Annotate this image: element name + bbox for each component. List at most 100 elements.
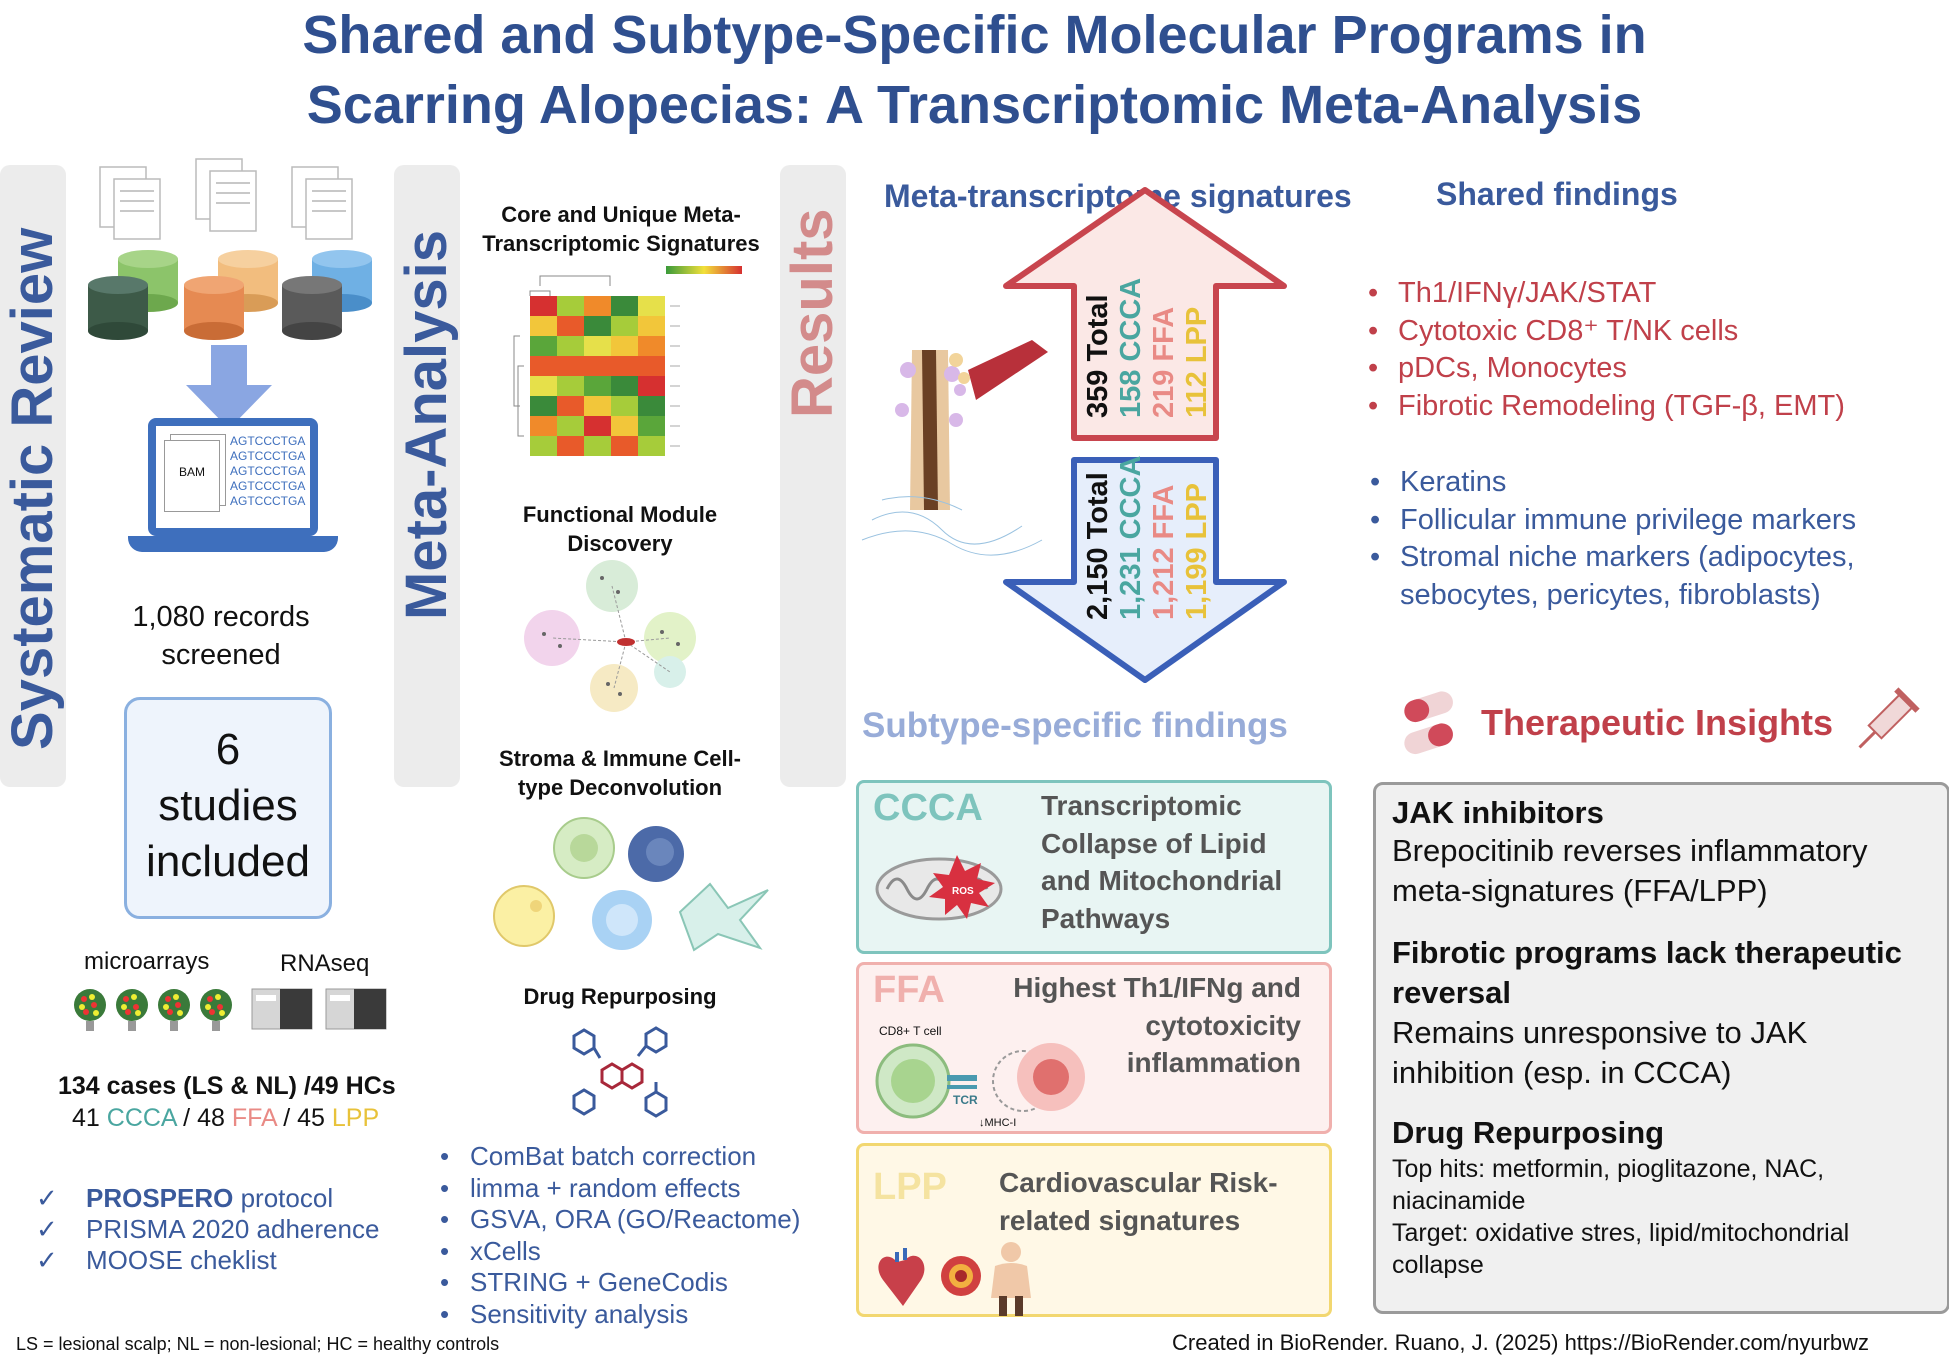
cell-types-illustration bbox=[493, 817, 769, 952]
footnote: LS = lesional scalp; NL = non-lesional; … bbox=[16, 1334, 500, 1354]
heatmap-cell bbox=[557, 436, 584, 456]
core-signatures-title: Core and Unique Meta-Transcriptomic Sign… bbox=[482, 202, 760, 256]
title-line-2: Scarring Alopecias: A Transcriptomic Met… bbox=[306, 75, 1643, 135]
cd8-label: CD8+ T cell bbox=[879, 1024, 942, 1038]
shared-finding-item: Keratins bbox=[1366, 464, 1906, 502]
shared-findings-red-list: Th1/IFNγ/JAK/STAT Cytotoxic CD8⁺ T/NK ce… bbox=[1364, 275, 1845, 425]
n-lpp: / 45 bbox=[276, 1104, 332, 1132]
heatmap-cell bbox=[530, 416, 557, 436]
heatmap-cell bbox=[638, 396, 665, 416]
heatmap-cell bbox=[530, 356, 557, 376]
database-icons bbox=[88, 250, 372, 340]
up-ffa: 219 FFA bbox=[1148, 306, 1180, 418]
shared-findings-blue-list: Keratins Follicular immune privilege mar… bbox=[1366, 464, 1906, 614]
downregulated-arrow-icon bbox=[1003, 457, 1287, 683]
drug-body-1: Top hits: metformin, pioglitazone, NAC, … bbox=[1392, 1155, 1825, 1215]
heatmap-cell bbox=[584, 436, 611, 456]
lpp-finding: Cardiovascular Risk-related signatures bbox=[999, 1167, 1278, 1236]
heatmap-cell bbox=[530, 376, 557, 396]
ffa-label: FFA bbox=[873, 969, 945, 1011]
heatmap-cell bbox=[638, 376, 665, 396]
heatmap-cell bbox=[530, 436, 557, 456]
check-icon: ✓ bbox=[36, 1183, 58, 1213]
network-illustration bbox=[524, 560, 696, 712]
ffa-text: FFA bbox=[231, 1104, 277, 1132]
mitochondria-icon bbox=[875, 855, 1003, 921]
method-item: ComBat batch correction bbox=[436, 1141, 800, 1173]
jak-body: Brepocitinib reverses inflammatory meta-… bbox=[1392, 833, 1868, 908]
fibrotic-heading: Fibrotic programs lack therapeutic rever… bbox=[1392, 935, 1902, 1010]
bam-label: BAM bbox=[178, 465, 205, 479]
heatmap-cell bbox=[611, 416, 638, 436]
heatmap-cell bbox=[638, 296, 665, 316]
drug-heading: Drug Repurposing bbox=[1392, 1115, 1665, 1150]
cases-summary: 134 cases (LS & NL) /49 HCs bbox=[58, 1072, 396, 1100]
heatmap-cell bbox=[638, 336, 665, 356]
heatmap-cell bbox=[530, 316, 557, 336]
fibrotic-body: Remains unresponsive to JAK inhibition (… bbox=[1392, 1015, 1808, 1090]
check-icon: ✓ bbox=[36, 1214, 58, 1244]
studies-line-2: studies bbox=[158, 781, 298, 830]
tcell-killing-icon bbox=[875, 1043, 1085, 1119]
heatmap-cell bbox=[584, 396, 611, 416]
up-lpp: 112 LPP bbox=[1181, 306, 1213, 418]
checklist: ✓PROSPERO protocol ✓PRISMA 2020 adherenc… bbox=[36, 1183, 379, 1276]
stroma-immune-title: Stroma & Immune Cell-type Deconvolution bbox=[498, 746, 742, 800]
shared-finding-item: Th1/IFNγ/JAK/STAT bbox=[1364, 275, 1845, 313]
systematic-review-label: Systematic Review bbox=[0, 227, 65, 750]
shared-finding-item: Cytotoxic CD8⁺ T/NK cells bbox=[1364, 313, 1845, 351]
check-item: ✓MOOSE cheklist bbox=[36, 1245, 379, 1276]
shared-finding-item: Stromal niche markers (adipocytes, seboc… bbox=[1366, 539, 1906, 614]
heatmap-cell bbox=[557, 316, 584, 336]
seq-line: AGTCCCTGA bbox=[230, 449, 306, 463]
results-bar bbox=[780, 165, 846, 787]
check-text: protocol bbox=[233, 1183, 334, 1213]
seq-line: AGTCCCTGA bbox=[230, 479, 306, 493]
heatmap-cell bbox=[557, 416, 584, 436]
studies-line-3: included bbox=[146, 837, 310, 886]
seq-line: AGTCCCTGA bbox=[230, 494, 306, 508]
upregulated-counts: 359 Total 158 CCCA 219 FFA 112 LPP bbox=[1082, 278, 1214, 418]
heatmap-cell bbox=[611, 336, 638, 356]
heatmap-cell bbox=[557, 296, 584, 316]
syringe-icon bbox=[1858, 687, 1920, 749]
heatmap-cell bbox=[638, 416, 665, 436]
functional-module-title: Functional Module Discovery bbox=[522, 502, 718, 556]
n-ffa: / 48 bbox=[176, 1104, 232, 1132]
studies-included-box: 6 studies included bbox=[124, 697, 332, 919]
heatmap-illustration bbox=[513, 266, 742, 456]
lpp-label: LPP bbox=[873, 1166, 947, 1208]
check-icon: ✓ bbox=[36, 1245, 58, 1275]
meta-analysis-bar bbox=[394, 165, 460, 787]
upregulated-arrow-icon bbox=[1003, 187, 1287, 441]
down-ffa: 1,212 FFA bbox=[1148, 484, 1180, 620]
heatmap-cell bbox=[584, 336, 611, 356]
therapeutic-insights-box: JAK inhibitors Brepocitinib reverses inf… bbox=[1373, 782, 1949, 1314]
seq-line: AGTCCCTGA bbox=[230, 434, 306, 448]
up-total: 359 Total bbox=[1082, 294, 1114, 418]
heatmap-cell bbox=[584, 316, 611, 336]
heatmap-cell bbox=[557, 356, 584, 376]
methods-list: ComBat batch correction limma + random e… bbox=[436, 1141, 800, 1330]
method-item: xCells bbox=[436, 1236, 800, 1268]
heatmap-cell bbox=[611, 296, 638, 316]
bam-file: BAM bbox=[164, 440, 220, 512]
heatmap-cell bbox=[638, 356, 665, 376]
rnaseq-label: RNAseq bbox=[280, 950, 370, 977]
records-line-1: 1,080 records bbox=[132, 601, 310, 633]
heatmap-cell bbox=[584, 376, 611, 396]
downregulated-counts: 2,150 Total 1,231 CCCA 1,212 FFA 1,199 L… bbox=[1082, 456, 1214, 620]
ccca-box: CCCA ROS Transcriptomic Collapse of Lipi… bbox=[856, 780, 1332, 954]
ccca-text: CCCA bbox=[106, 1104, 177, 1132]
sequencer-icons bbox=[251, 988, 387, 1030]
drug-body-2: Target: oxidative stres, lipid/mitochond… bbox=[1392, 1219, 1850, 1279]
biorender-credit: Created in BioRender. Ruano, J. (2025) h… bbox=[1172, 1330, 1870, 1355]
down-ccca: 1,231 CCCA bbox=[1115, 455, 1147, 620]
heatmap-cell bbox=[530, 296, 557, 316]
check-item: ✓PROSPERO protocol bbox=[36, 1183, 379, 1214]
records-screened: 1,080 records screened bbox=[110, 598, 332, 674]
seq-line: AGTCCCTGA bbox=[230, 464, 306, 478]
microarrays-label: microarrays bbox=[84, 948, 210, 975]
down-lpp: 1,199 LPP bbox=[1181, 482, 1213, 620]
check-item: ✓PRISMA 2020 adherence bbox=[36, 1214, 379, 1245]
